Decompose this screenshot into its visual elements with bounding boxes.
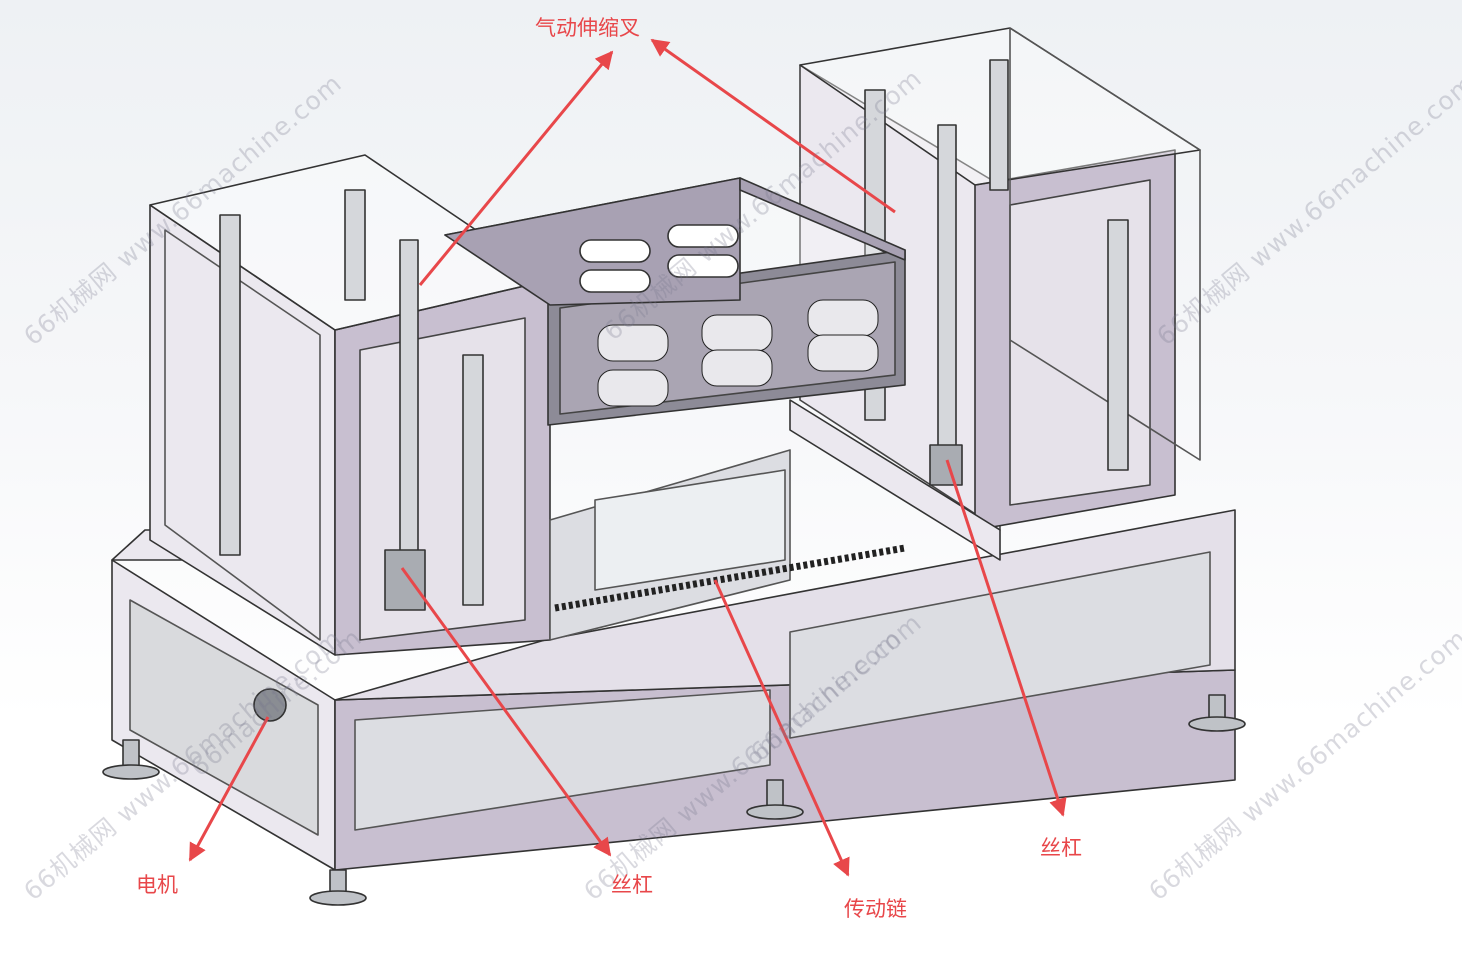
callout-drive-chain: 传动链: [844, 897, 907, 921]
motor: [253, 688, 287, 722]
arrow-drive-chain: [713, 579, 850, 877]
drive-chain-assembly: [549, 399, 1001, 641]
left-tower: [149, 154, 551, 656]
callout-pneumatic-fork: 气动伸缩叉: [535, 16, 640, 40]
arrow-motor: [188, 716, 270, 862]
annotation-arrows: [188, 38, 1067, 877]
drive-chain: [554, 544, 906, 612]
arrow-lead-screw-right: [945, 459, 1067, 817]
arrow-lead-screw-left: [400, 567, 612, 857]
callout-lead-screw-right: 丝杠: [1040, 836, 1082, 860]
callout-lead-screw-left: 丝杠: [611, 873, 653, 897]
arrow-fork-left: [418, 50, 614, 286]
pneumatic-fork-crate: [444, 177, 906, 426]
callout-motor: 电机: [136, 873, 178, 897]
arrow-fork-right: [650, 38, 896, 214]
